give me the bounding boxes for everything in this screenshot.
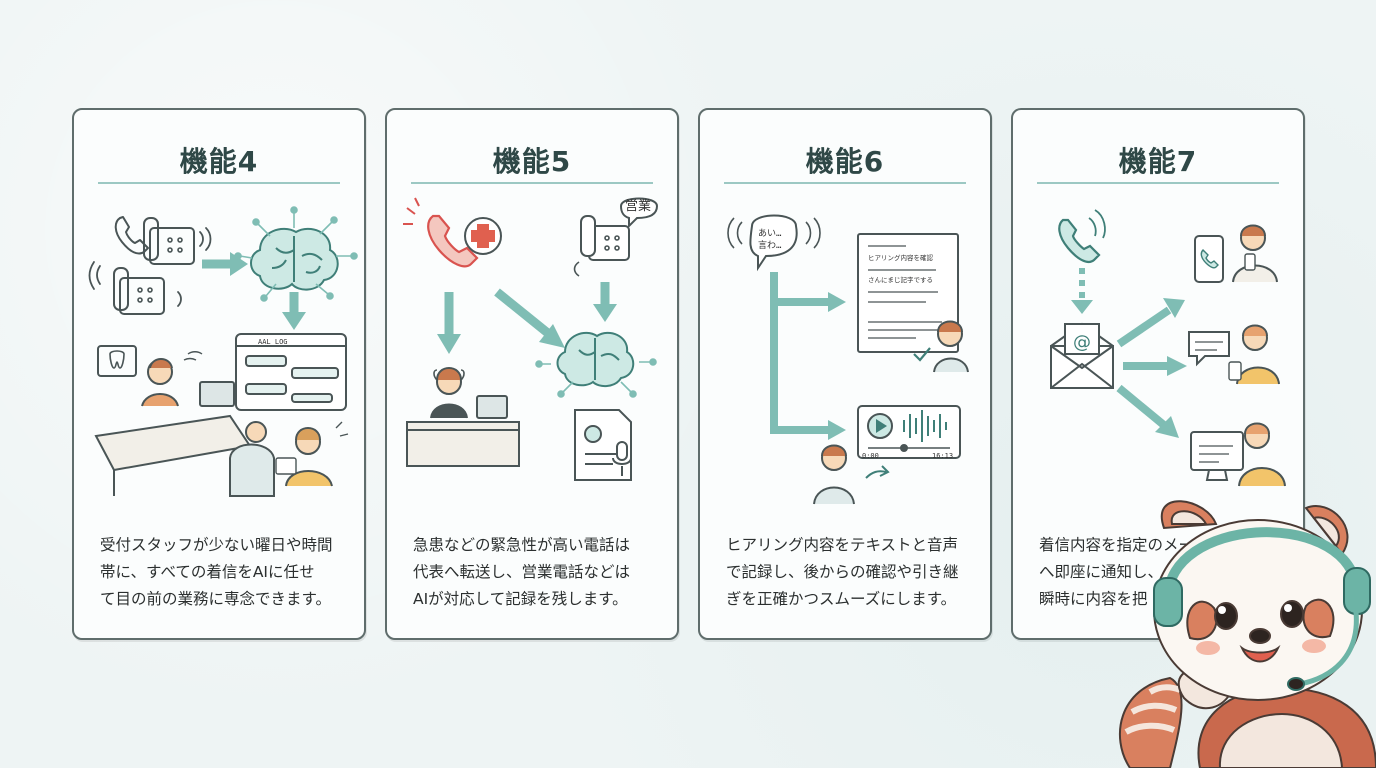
desc-line: 受付スタッフが少ない曜日や時間	[100, 536, 333, 554]
desk-phone-icon	[113, 267, 165, 315]
audio-player-card: 0:00 16:13	[857, 405, 961, 460]
desc-line: て目の前の業務に専念できます。	[100, 590, 331, 608]
desc-line: ぎを正確かつスムーズにします。	[726, 590, 957, 608]
illustration-ai-receptionist: AAL LOG	[88, 206, 358, 497]
illustration-mail-notify: @	[1050, 209, 1286, 487]
card-description: 着信内容を指定のメールア へ即座に通知し、 瞬時に内容を把	[1039, 532, 1283, 613]
voice-record-document-icon	[574, 409, 632, 481]
play-icon	[876, 419, 887, 433]
desc-line: ヒアリング内容をテキストと音声	[726, 536, 959, 554]
card-title: 機能7	[1118, 145, 1198, 178]
time-start: 0:00	[862, 452, 879, 460]
illustration-call-routing: 営業	[403, 197, 659, 481]
red-panda-mascot	[1118, 500, 1376, 768]
mascot-body	[1177, 668, 1376, 768]
desc-line: へ即座に通知し、	[1039, 563, 1164, 581]
phone-handset-icon	[1058, 209, 1106, 264]
card-description: 受付スタッフが少ない曜日や時間 帯に、すべての着信をAIに任せ て目の前の業務に…	[100, 532, 344, 613]
arrow-down-icon	[282, 292, 306, 330]
card-description: 急患などの緊急性が高い電話は 代表へ転送し、営業電話などは AIが対応して記録を…	[413, 532, 657, 613]
listener-person	[813, 444, 890, 505]
divider	[411, 182, 653, 184]
bubble-text: あい…	[758, 228, 782, 239]
desc-line: 帯に、すべての着信をAIに任せ	[100, 563, 315, 581]
arrow-right-icon	[202, 252, 248, 276]
card-title: 機能4	[179, 145, 259, 178]
ai-brain-icon	[556, 331, 635, 388]
card-title: 機能6	[805, 145, 885, 178]
phone-handset-icon	[114, 216, 149, 255]
arrow-down-icon	[593, 282, 617, 322]
dental-clinic-scene	[94, 345, 349, 497]
headset-icon	[1153, 527, 1371, 691]
bubble-text: 言わ…	[758, 239, 782, 251]
desc-line: 着信内容を指定のメールア	[1039, 536, 1226, 554]
receptionist-desk	[406, 367, 520, 467]
smartphone-recipient	[1194, 224, 1278, 283]
dotted-arrow-down-icon	[1071, 268, 1093, 314]
feature-card-5: 機能5 営業	[385, 108, 679, 640]
desk-phone-icon	[143, 217, 195, 265]
card-description: ヒアリング内容をテキストと音声 で記録し、後からの確認や引き継 ぎを正確かつスム…	[726, 532, 970, 613]
desc-line: AIが対応して記録を残します。	[413, 590, 628, 608]
arrow-diagonal-icon	[494, 288, 565, 348]
branch-arrows	[770, 272, 846, 440]
feature-card-4: 機能4 AAL LOG	[72, 108, 366, 640]
pc-recipient	[1190, 422, 1286, 487]
at-sign-icon: @	[1073, 332, 1091, 353]
log-title: AAL LOG	[258, 338, 288, 346]
emergency-phone-icon	[403, 197, 502, 268]
time-end: 16:13	[932, 452, 953, 460]
card-title: 機能5	[492, 145, 572, 178]
desc-line: 急患などの緊急性が高い電話は	[413, 536, 631, 554]
divider	[98, 182, 340, 184]
doc-text: さんにまじ記字でする	[868, 275, 933, 284]
sales-desk-phone-icon: 営業	[573, 197, 659, 277]
call-log-window: AAL LOG	[235, 333, 347, 411]
transcript-document: ヒアリング内容を確認 さんにまじ記字でする	[857, 233, 969, 373]
illustration-text-audio-record: あい… 言わ… ヒアリング内容を確認 さんにまじ記字でする	[727, 214, 969, 505]
divider	[724, 182, 966, 184]
message-recipient	[1188, 324, 1280, 385]
arrow-down-icon	[437, 292, 461, 354]
waveform-icon	[903, 410, 947, 442]
notify-arrows	[1116, 298, 1187, 438]
sales-label: 営業	[625, 198, 651, 214]
email-envelope-icon: @	[1050, 322, 1114, 389]
desc-line: で記録し、後からの確認や引き継	[726, 563, 959, 581]
doc-text: ヒアリング内容を確認	[868, 253, 934, 262]
speech-bubble-icon: あい… 言わ…	[727, 214, 821, 272]
ai-brain-icon	[250, 227, 339, 291]
desc-line: 代表へ転送し、営業電話などは	[413, 563, 631, 581]
mascot-tail	[1118, 676, 1183, 768]
desc-line: 瞬時に内容を把	[1039, 590, 1148, 608]
feature-card-6: 機能6 あい… 言わ… ヒアリング内容を確認 さんにまじ記字でする	[698, 108, 992, 640]
divider	[1037, 182, 1279, 184]
